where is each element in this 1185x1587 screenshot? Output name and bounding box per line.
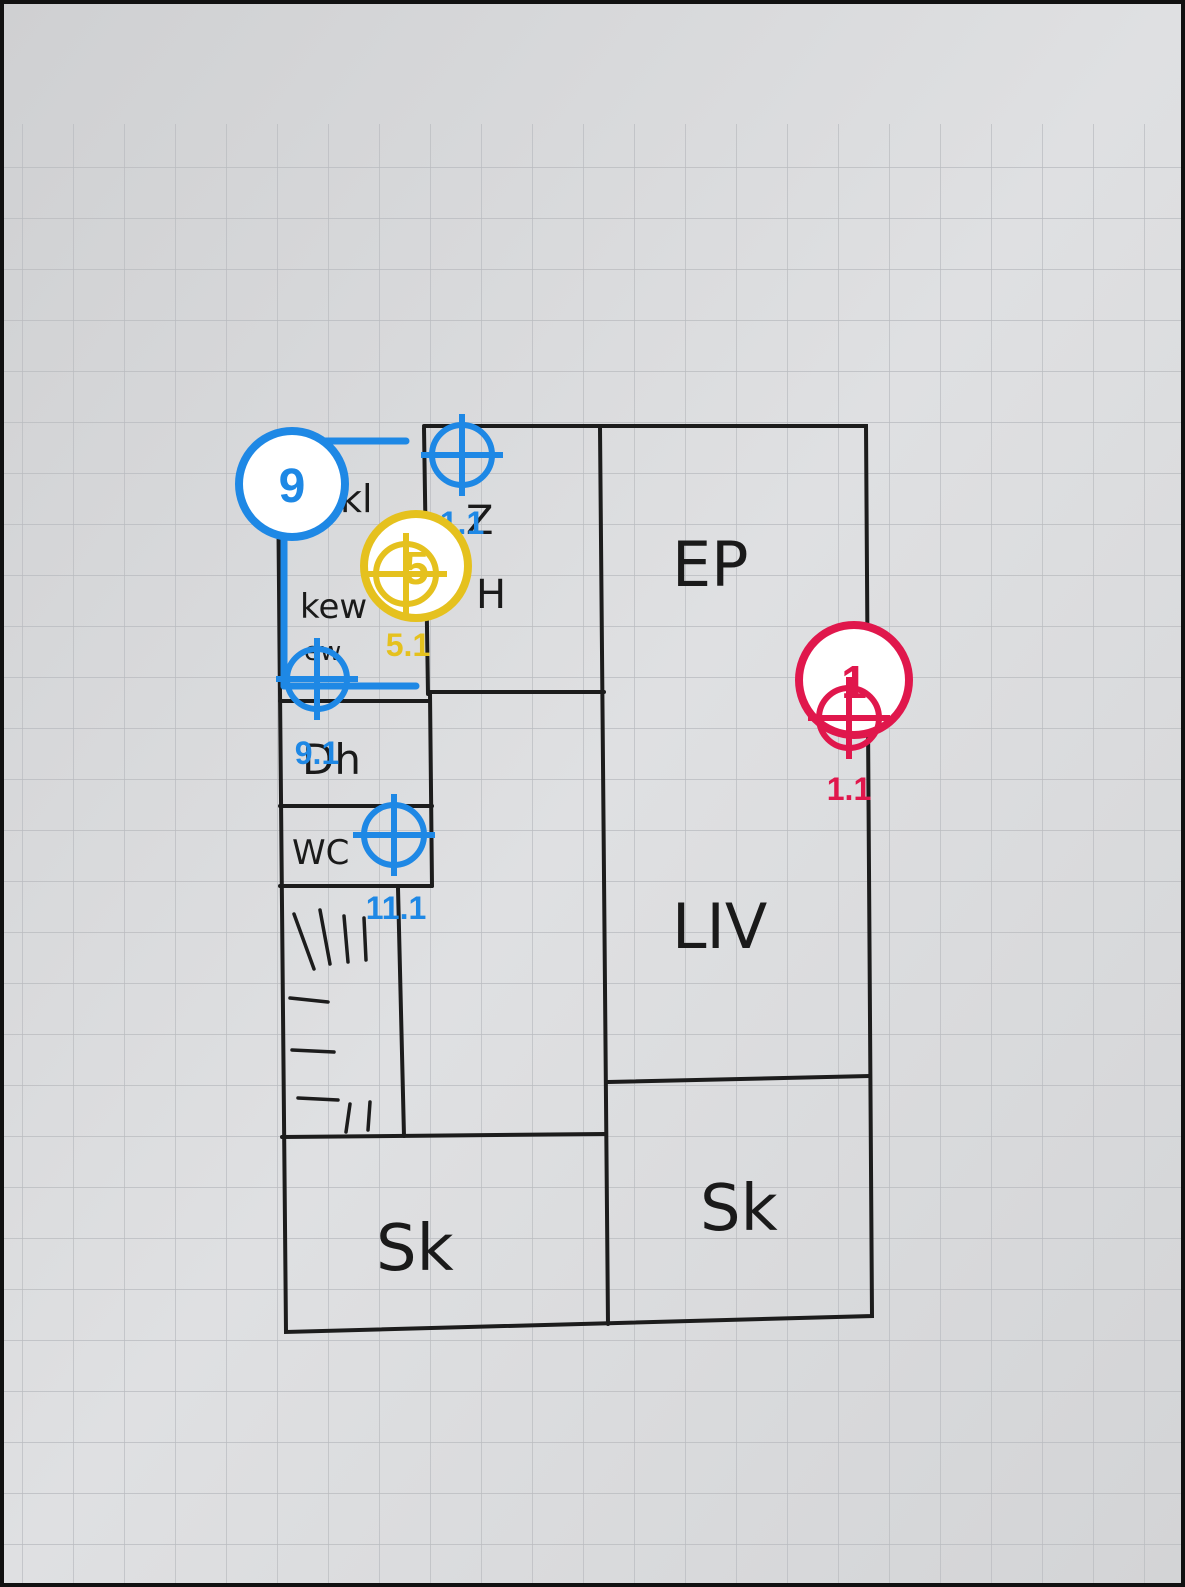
room-label-z: Z: [466, 498, 493, 544]
crosshair-icon[interactable]: [276, 638, 358, 720]
room-label-sk-right: Sk: [700, 1172, 778, 1246]
marker-1-number: 1: [841, 656, 867, 708]
target-label-11-1: 11.1: [366, 890, 427, 926]
crosshair-icon[interactable]: [808, 677, 890, 759]
marker-9-bracket: [280, 437, 420, 690]
room-label-h: H: [476, 572, 506, 618]
stairs-sketch: [288, 908, 372, 1134]
room-label-dh: Dh: [302, 735, 361, 784]
room-label-ep: EP: [672, 528, 749, 601]
room-label-sk-left: Sk: [376, 1212, 454, 1286]
crosshair-icon[interactable]: [353, 794, 435, 876]
crosshair-icon[interactable]: [421, 414, 503, 496]
marker-1-badge[interactable]: 1: [795, 621, 913, 739]
target-label-5-1: 5.1: [386, 627, 430, 663]
crosshair-icon[interactable]: [365, 533, 447, 615]
room-label-wc: WC: [292, 833, 349, 873]
floorplan-svg: EP LIV Sk Sk WC Dh kl kew ew Z H 9 1.1: [4, 4, 1181, 1583]
target-label-9-1: 9.1: [295, 735, 339, 771]
marker-5-badge[interactable]: 5: [360, 510, 472, 622]
marker-9-badge[interactable]: 9: [235, 427, 349, 541]
room-label-liv: LIV: [672, 890, 767, 963]
room-label-kew: kew: [300, 587, 367, 627]
target-label-1-1-red: 1.1: [827, 771, 871, 807]
marker-9-number: 9: [279, 460, 306, 513]
grid-paper: [4, 124, 1181, 1583]
